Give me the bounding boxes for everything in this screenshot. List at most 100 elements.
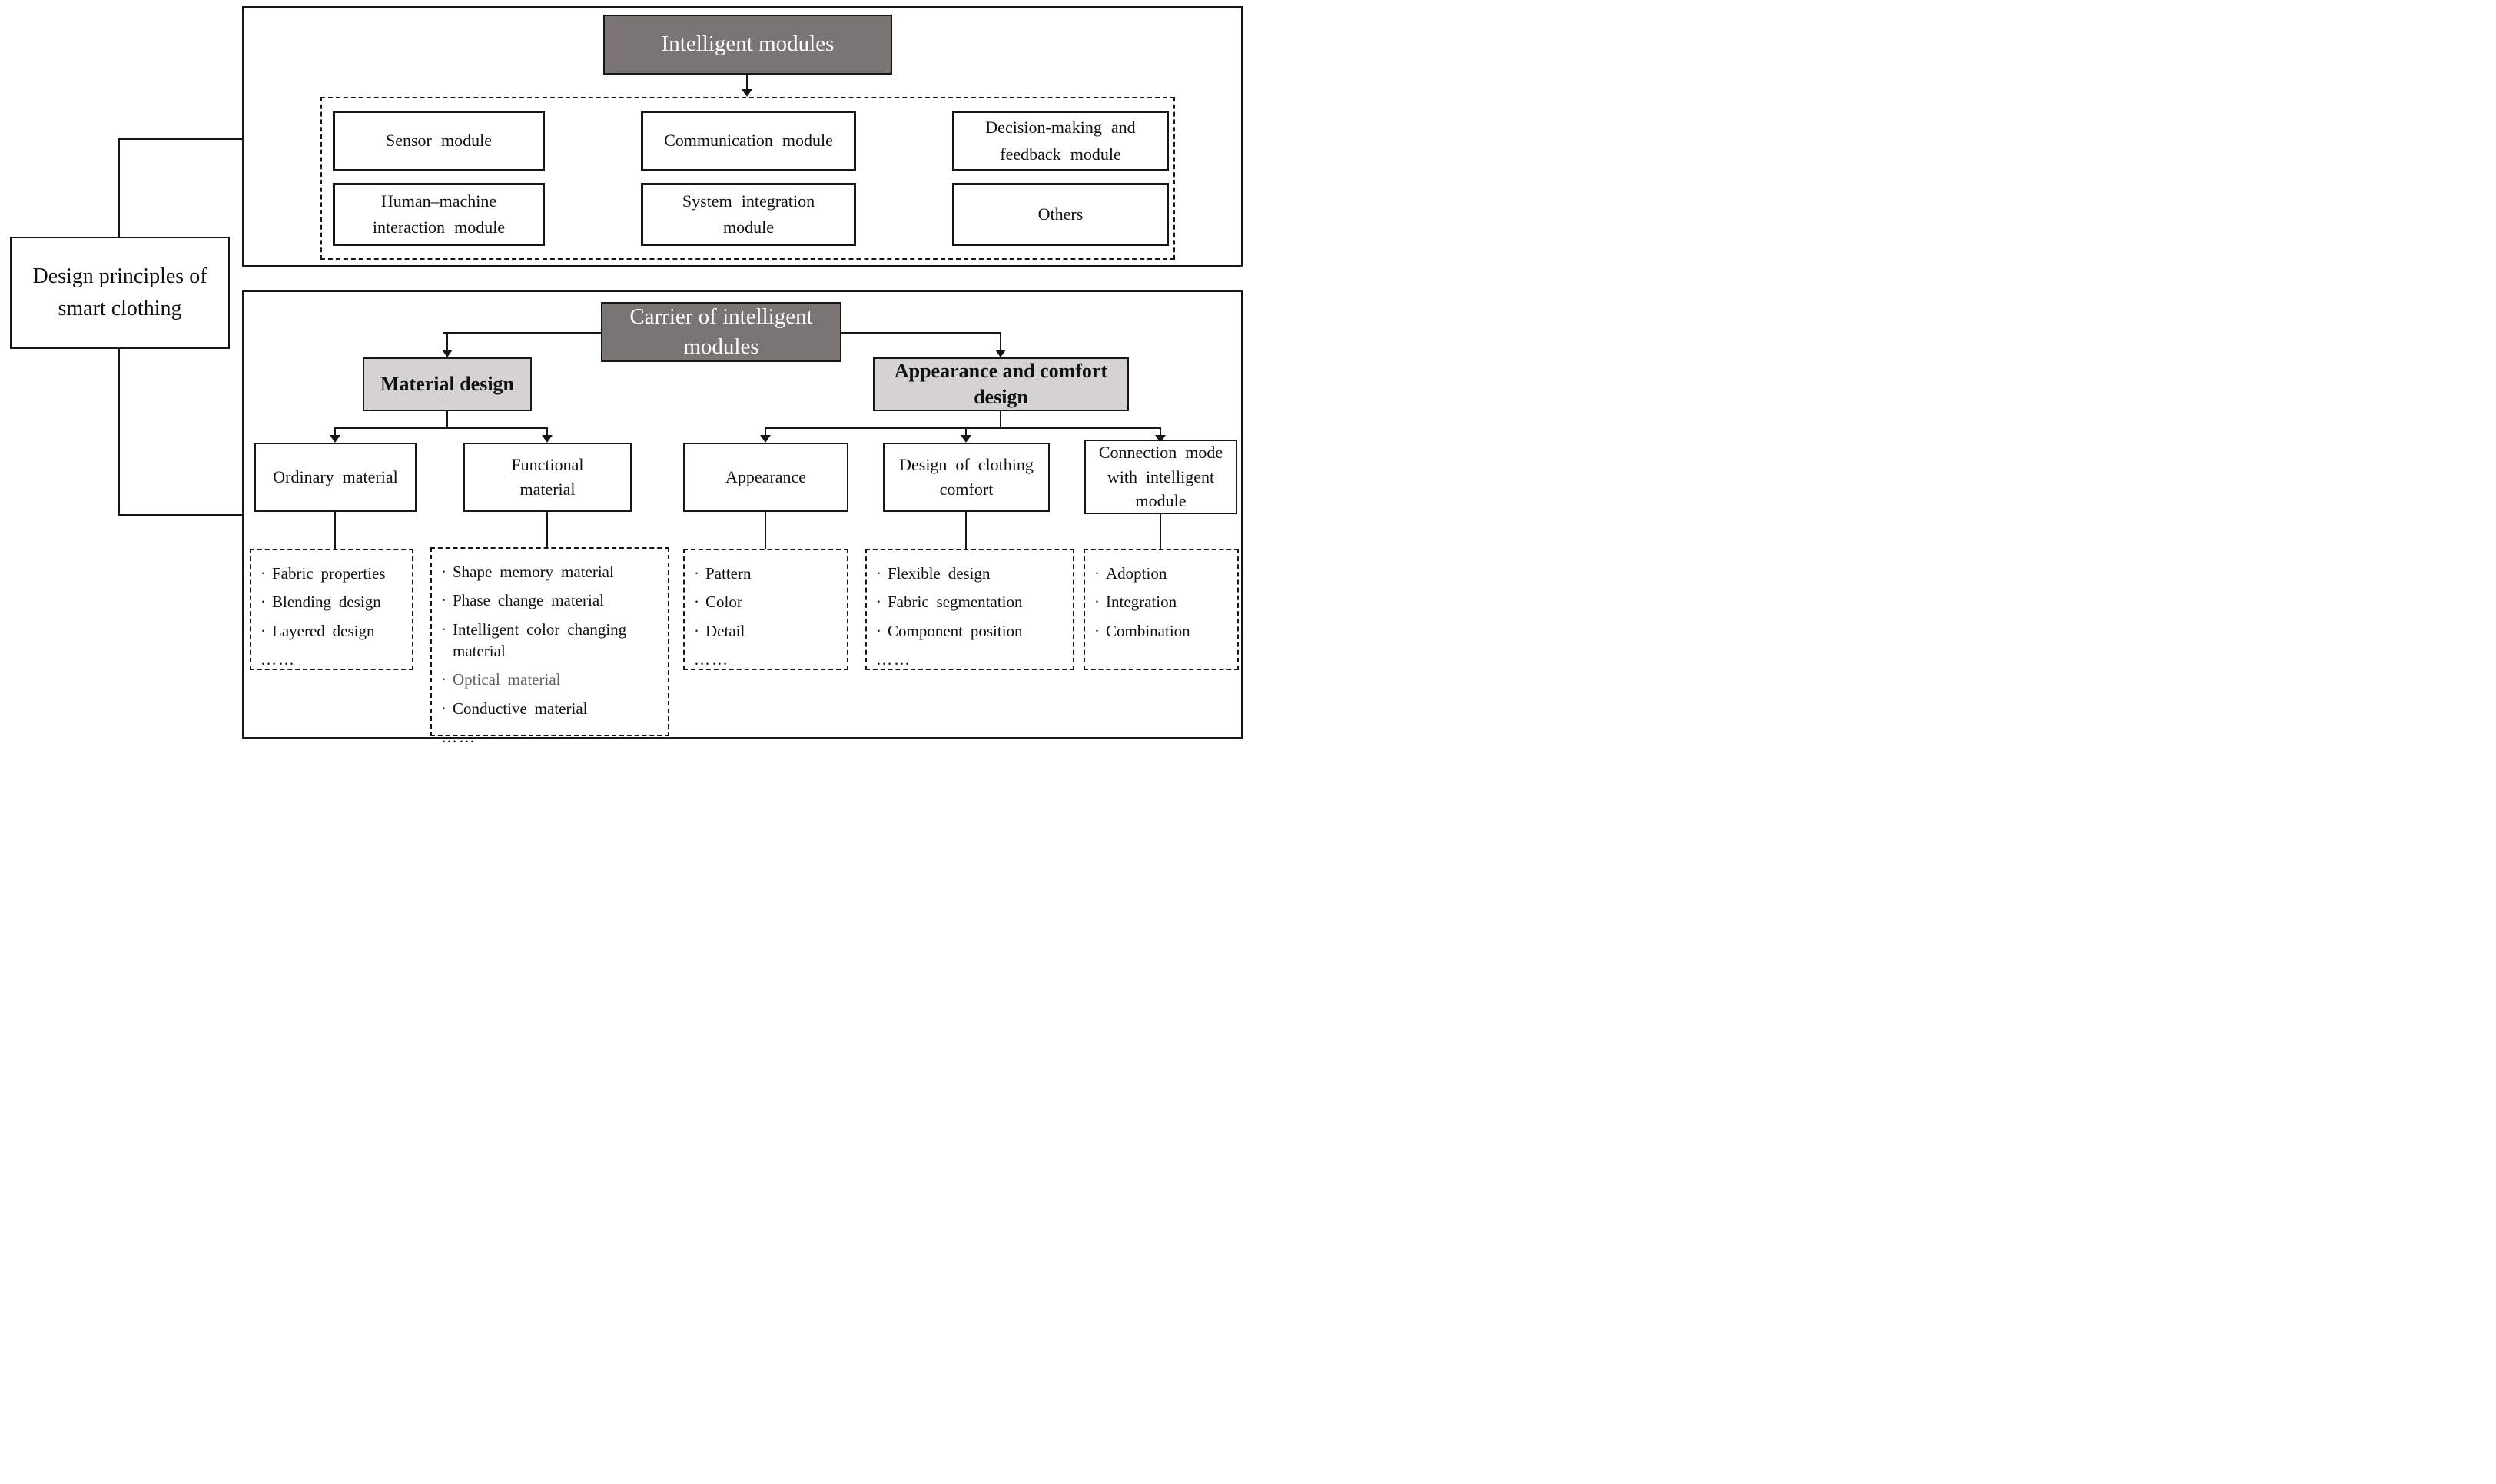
ellipsis-text: …… bbox=[261, 650, 296, 669]
bullet: · bbox=[1094, 593, 1100, 612]
list-item: · Color bbox=[694, 591, 842, 613]
list-box-functional-material: · Shape memory material · Phase change m… bbox=[430, 547, 669, 746]
child-box-ordinary-material: Ordinary material bbox=[254, 443, 417, 512]
list-item-text: Component position bbox=[888, 621, 1023, 640]
list-item-text: Intelligent color changing material bbox=[453, 619, 627, 661]
list-ellipsis: …… bbox=[441, 726, 663, 748]
bullet: · bbox=[261, 621, 266, 640]
carrier-section-box bbox=[242, 290, 1243, 739]
list-item: · Optical material bbox=[441, 669, 663, 690]
child-label: Design of clothing comfort bbox=[899, 455, 1034, 499]
child-box-appearance: Appearance bbox=[683, 443, 848, 512]
modules-container-box bbox=[320, 97, 1175, 260]
child-label: Ordinary material bbox=[273, 467, 398, 487]
list-item-text: Layered design bbox=[272, 621, 375, 640]
bullet: · bbox=[441, 563, 446, 581]
list-item-text: Optical material bbox=[453, 670, 561, 689]
list-item: · Detail bbox=[694, 620, 842, 642]
list-item-text: Combination bbox=[1106, 621, 1190, 640]
bullet: · bbox=[694, 564, 699, 583]
arrow-down-icon bbox=[542, 435, 553, 443]
list-item: · Combination bbox=[1094, 620, 1233, 642]
arrow-down-icon bbox=[760, 435, 771, 443]
connector-line bbox=[446, 411, 448, 428]
module-box-sensor: Sensor module bbox=[333, 111, 545, 171]
list-item: · Shape memory material bbox=[441, 561, 663, 583]
connector-line bbox=[765, 512, 766, 549]
root-label: Design principles of smart clothing bbox=[32, 264, 207, 320]
bullet: · bbox=[1094, 621, 1100, 640]
module-label: Sensor module bbox=[386, 131, 492, 151]
carrier-header-box: Carrier of intelligent modules bbox=[601, 302, 841, 362]
sub-branch-line-right bbox=[765, 427, 1161, 429]
list-box-connection-mode: · Adoption · Integration · Combination bbox=[1084, 549, 1239, 670]
connector-line bbox=[965, 512, 967, 549]
module-box-others: Others bbox=[952, 183, 1169, 246]
bullet: · bbox=[1094, 564, 1100, 583]
child-label: Functional material bbox=[511, 455, 584, 499]
connector-line bbox=[965, 428, 967, 436]
list-item: · Intelligent color changing material bbox=[441, 619, 663, 662]
modules-section-box bbox=[242, 6, 1243, 267]
list-item-text: Conductive material bbox=[453, 699, 588, 718]
module-label: System integration module bbox=[682, 191, 815, 237]
connector-line bbox=[546, 512, 548, 547]
child-box-functional-material: Functional material bbox=[463, 443, 632, 512]
child-label: Connection mode with intelligent module bbox=[1098, 442, 1223, 511]
module-label: Human–machine interaction module bbox=[372, 191, 506, 237]
module-label: Decision-making and feedback module bbox=[985, 118, 1136, 164]
list-item-text: Blending design bbox=[272, 593, 381, 612]
list-item: · Phase change material bbox=[441, 589, 663, 611]
arrow-down-icon bbox=[961, 435, 971, 443]
list-item-text: Fabric segmentation bbox=[888, 593, 1023, 612]
connector-line bbox=[1160, 428, 1161, 436]
list-item-text: Integration bbox=[1106, 593, 1177, 612]
child-box-connection-mode: Connection mode with intelligent module bbox=[1084, 440, 1237, 514]
arrow-down-icon bbox=[742, 89, 752, 97]
list-item: · Pattern bbox=[694, 563, 842, 584]
branch-label: Material design bbox=[380, 373, 515, 396]
list-box-ordinary-material: · Fabric properties · Blending design · … bbox=[250, 549, 413, 670]
connector-line bbox=[446, 332, 448, 350]
child-box-design-clothing-comfort: Design of clothing comfort bbox=[883, 443, 1050, 512]
connector-line bbox=[546, 428, 548, 436]
list-item-text: Phase change material bbox=[453, 591, 604, 610]
list-item: · Integration bbox=[1094, 591, 1233, 613]
bullet: · bbox=[441, 699, 446, 718]
arrow-down-icon bbox=[995, 350, 1006, 357]
branch-box-appearance-comfort: Appearance and comfort design bbox=[873, 357, 1129, 411]
list-item: · Adoption bbox=[1094, 563, 1233, 584]
list-item-text: Detail bbox=[705, 621, 745, 640]
list-item: · Blending design bbox=[261, 591, 407, 613]
list-item-text: Shape memory material bbox=[453, 563, 614, 581]
module-box-communication: Communication module bbox=[641, 111, 856, 171]
list-ellipsis: …… bbox=[694, 649, 842, 670]
module-label: Communication module bbox=[664, 131, 833, 151]
carrier-header-label: Carrier of intelligent modules bbox=[629, 304, 813, 359]
ellipsis-text: …… bbox=[694, 650, 729, 669]
connector-line bbox=[1160, 514, 1161, 549]
arrow-down-icon bbox=[1155, 435, 1166, 443]
diagram-canvas: Intelligent modules Sensor module Commun… bbox=[0, 0, 1248, 746]
connector-line bbox=[765, 428, 766, 436]
connector-line bbox=[1000, 332, 1001, 350]
list-item-text: Color bbox=[705, 593, 742, 612]
module-box-decision-feedback: Decision-making and feedback module bbox=[952, 111, 1169, 171]
bullet: · bbox=[876, 621, 881, 640]
list-item: · Fabric segmentation bbox=[876, 591, 1068, 613]
list-item: · Flexible design bbox=[876, 563, 1068, 584]
list-box-design-clothing-comfort: · Flexible design · Fabric segmentation … bbox=[865, 549, 1074, 670]
ellipsis-text: …… bbox=[876, 650, 911, 669]
bullet: · bbox=[694, 621, 699, 640]
connector-line bbox=[334, 512, 336, 549]
bullet: · bbox=[876, 593, 881, 612]
modules-header-label: Intelligent modules bbox=[661, 32, 835, 57]
list-ellipsis: …… bbox=[261, 649, 407, 670]
module-label: Others bbox=[1037, 204, 1084, 224]
sub-branch-line-left bbox=[334, 427, 548, 429]
list-item-text: Fabric properties bbox=[272, 564, 386, 583]
branch-box-material-design: Material design bbox=[363, 357, 532, 411]
list-item-text: Pattern bbox=[705, 564, 752, 583]
arrow-down-icon bbox=[442, 350, 453, 357]
arrow-down-icon bbox=[330, 435, 340, 443]
